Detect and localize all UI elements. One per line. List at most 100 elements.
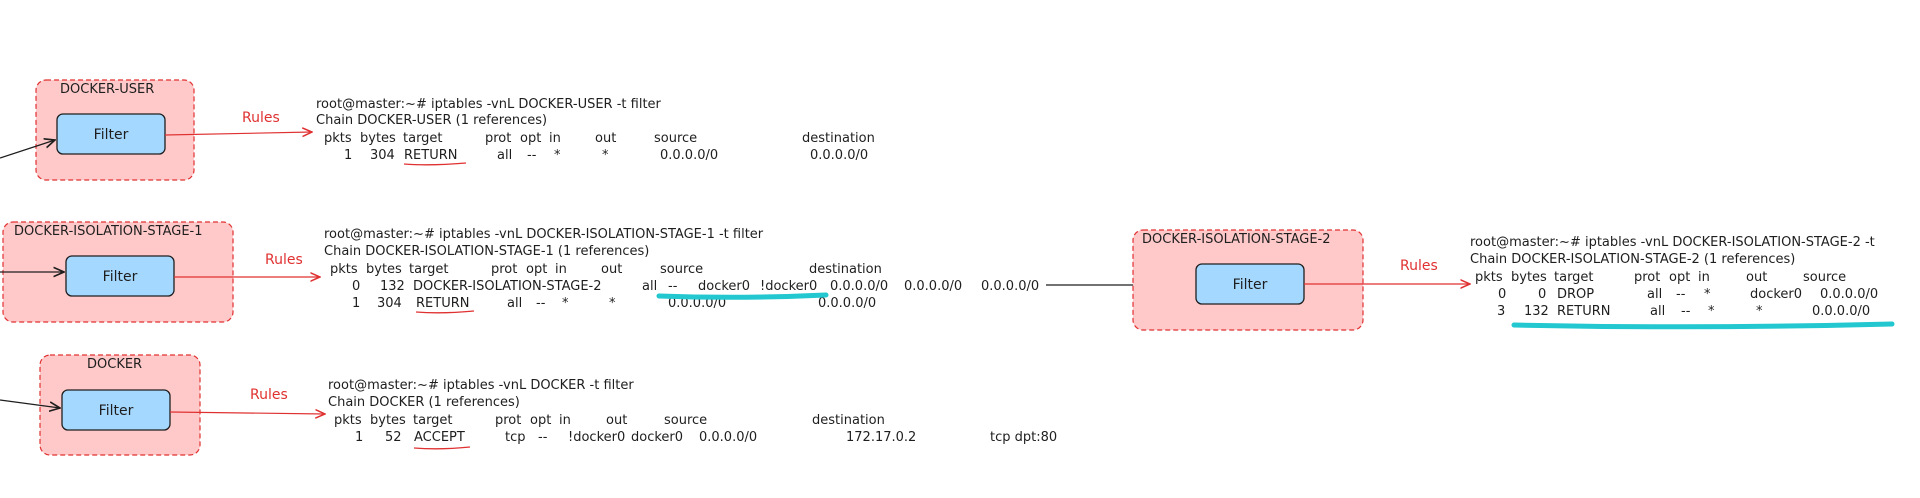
header-out: out bbox=[606, 413, 627, 428]
cell-opt: -- bbox=[1676, 287, 1686, 302]
filter-label: Filter bbox=[103, 269, 138, 285]
cell-target: RETURN bbox=[404, 148, 457, 163]
chain-docker-isolation-stage-2: 0.0.0.0/0 DOCKER-ISOLATION-STAGE-2 Filte… bbox=[981, 229, 1895, 331]
cell-target: DROP bbox=[1557, 287, 1594, 302]
cell-pkts: 1 bbox=[355, 430, 363, 445]
chain-docker-isolation-stage-1: DOCKER-ISOLATION-STAGE-1 Filter Rules ro… bbox=[0, 221, 962, 323]
header-opt: opt bbox=[530, 413, 551, 428]
table-row: 3 132 RETURN all -- * * 0.0.0.0/0 bbox=[1497, 304, 1870, 319]
cell-bytes: 0 bbox=[1538, 287, 1546, 302]
chain-title: DOCKER-ISOLATION-STAGE-1 bbox=[14, 224, 203, 239]
cell-out: * bbox=[602, 148, 609, 163]
header-out: out bbox=[601, 262, 622, 277]
chain-docker-user: DOCKER-USER Filter Rules root@master:~# … bbox=[0, 79, 875, 181]
header-out: out bbox=[595, 131, 616, 146]
incoming-arrow bbox=[0, 399, 60, 408]
cell-out: docker0 bbox=[1750, 287, 1802, 302]
header-in: in bbox=[555, 262, 567, 277]
cell-prot: all bbox=[1647, 287, 1662, 302]
cell-destination: 172.17.0.2 bbox=[846, 430, 916, 445]
rules-label: Rules bbox=[242, 110, 280, 126]
cell-in: docker0 bbox=[698, 279, 750, 294]
cell-prot: all bbox=[497, 148, 512, 163]
incoming-source-label: 0.0.0.0/0 bbox=[981, 279, 1039, 294]
cell-pkts: 1 bbox=[344, 148, 352, 163]
header-destination: destination bbox=[802, 131, 875, 146]
cell-opt: -- bbox=[536, 296, 546, 311]
cell-source: 0.0.0.0/0 bbox=[1812, 304, 1870, 319]
cell-opt: -- bbox=[527, 148, 537, 163]
header-in: in bbox=[549, 131, 561, 146]
header-target: target bbox=[1554, 270, 1594, 285]
terminal-output: root@master:~# iptables -vnL DOCKER-ISOL… bbox=[1470, 235, 1895, 330]
terminal-output: root@master:~# iptables -vnL DOCKER -t f… bbox=[328, 378, 1057, 450]
target-underline bbox=[415, 310, 475, 314]
header-prot: prot bbox=[485, 131, 511, 146]
cell-in: * bbox=[1704, 287, 1711, 302]
cell-prot: tcp bbox=[505, 430, 526, 445]
header-source: source bbox=[1803, 270, 1846, 285]
cell-prot: all bbox=[507, 296, 522, 311]
rules-arrow bbox=[169, 412, 325, 414]
cell-bytes: 132 bbox=[380, 279, 405, 294]
cell-prot: all bbox=[642, 279, 657, 294]
header-source: source bbox=[660, 262, 703, 277]
header-target: target bbox=[409, 262, 449, 277]
command-line: root@master:~# iptables -vnL DOCKER -t f… bbox=[328, 378, 634, 393]
rules-label: Rules bbox=[250, 387, 288, 403]
header-opt: opt bbox=[1669, 270, 1690, 285]
highlight-marker bbox=[656, 292, 829, 300]
table-row: 0 0 DROP all -- * docker0 0.0.0.0/0 bbox=[1498, 287, 1878, 302]
cell-out: * bbox=[609, 296, 616, 311]
header-bytes: bytes bbox=[370, 413, 406, 428]
header-pkts: pkts bbox=[334, 413, 362, 428]
cell-extra: tcp dpt:80 bbox=[990, 430, 1057, 445]
cell-destination: 0.0.0.0/0 bbox=[818, 296, 876, 311]
header-source: source bbox=[654, 131, 697, 146]
cell-opt: -- bbox=[668, 279, 678, 294]
cell-opt: -- bbox=[538, 430, 548, 445]
cell-out: docker0 bbox=[631, 430, 683, 445]
cell-in: !docker0 bbox=[568, 430, 625, 445]
cell-target: RETURN bbox=[416, 296, 469, 311]
cell-pkts: 1 bbox=[352, 296, 360, 311]
command-line: root@master:~# iptables -vnL DOCKER-USER… bbox=[316, 97, 662, 112]
filter-box bbox=[56, 113, 166, 155]
filter-label: Filter bbox=[99, 403, 134, 419]
header-pkts: pkts bbox=[324, 131, 352, 146]
cell-in: * bbox=[554, 148, 561, 163]
cell-pkts: 3 bbox=[1497, 304, 1505, 319]
header-in: in bbox=[1698, 270, 1710, 285]
cell-source: 0.0.0.0/0 bbox=[830, 279, 888, 294]
header-bytes: bytes bbox=[1511, 270, 1547, 285]
table-row: 1 304 RETURN all -- * * 0.0.0.0/0 0.0.0.… bbox=[344, 148, 868, 163]
table-row: 0 132 DOCKER-ISOLATION-STAGE-2 all -- do… bbox=[352, 279, 962, 294]
filter-label: Filter bbox=[94, 127, 129, 143]
cell-out: * bbox=[1756, 304, 1763, 319]
cell-bytes: 132 bbox=[1524, 304, 1549, 319]
chain-title: DOCKER bbox=[87, 357, 142, 372]
rules-arrow bbox=[164, 132, 312, 135]
cell-target: DOCKER-ISOLATION-STAGE-2 bbox=[413, 279, 602, 294]
cell-source: 0.0.0.0/0 bbox=[660, 148, 718, 163]
header-prot: prot bbox=[495, 413, 521, 428]
filter-box bbox=[65, 255, 175, 297]
header-bytes: bytes bbox=[366, 262, 402, 277]
cell-source: 0.0.0.0/0 bbox=[1820, 287, 1878, 302]
command-line: root@master:~# iptables -vnL DOCKER-ISOL… bbox=[1470, 235, 1875, 250]
target-underline bbox=[403, 162, 467, 166]
cell-in: * bbox=[562, 296, 569, 311]
command-line: root@master:~# iptables -vnL DOCKER-ISOL… bbox=[324, 227, 764, 242]
chain-title: DOCKER-ISOLATION-STAGE-2 bbox=[1142, 232, 1331, 247]
cell-pkts: 0 bbox=[1498, 287, 1506, 302]
cell-prot: all bbox=[1650, 304, 1665, 319]
rules-label: Rules bbox=[1400, 258, 1438, 274]
header-out: out bbox=[1746, 270, 1767, 285]
chain-line: Chain DOCKER-ISOLATION-STAGE-1 (1 refere… bbox=[324, 244, 649, 259]
header-destination: destination bbox=[812, 413, 885, 428]
table-header: pkts bytes target prot opt in out source… bbox=[330, 262, 882, 277]
chain-title: DOCKER-USER bbox=[60, 82, 154, 97]
header-target: target bbox=[413, 413, 453, 428]
header-prot: prot bbox=[491, 262, 517, 277]
